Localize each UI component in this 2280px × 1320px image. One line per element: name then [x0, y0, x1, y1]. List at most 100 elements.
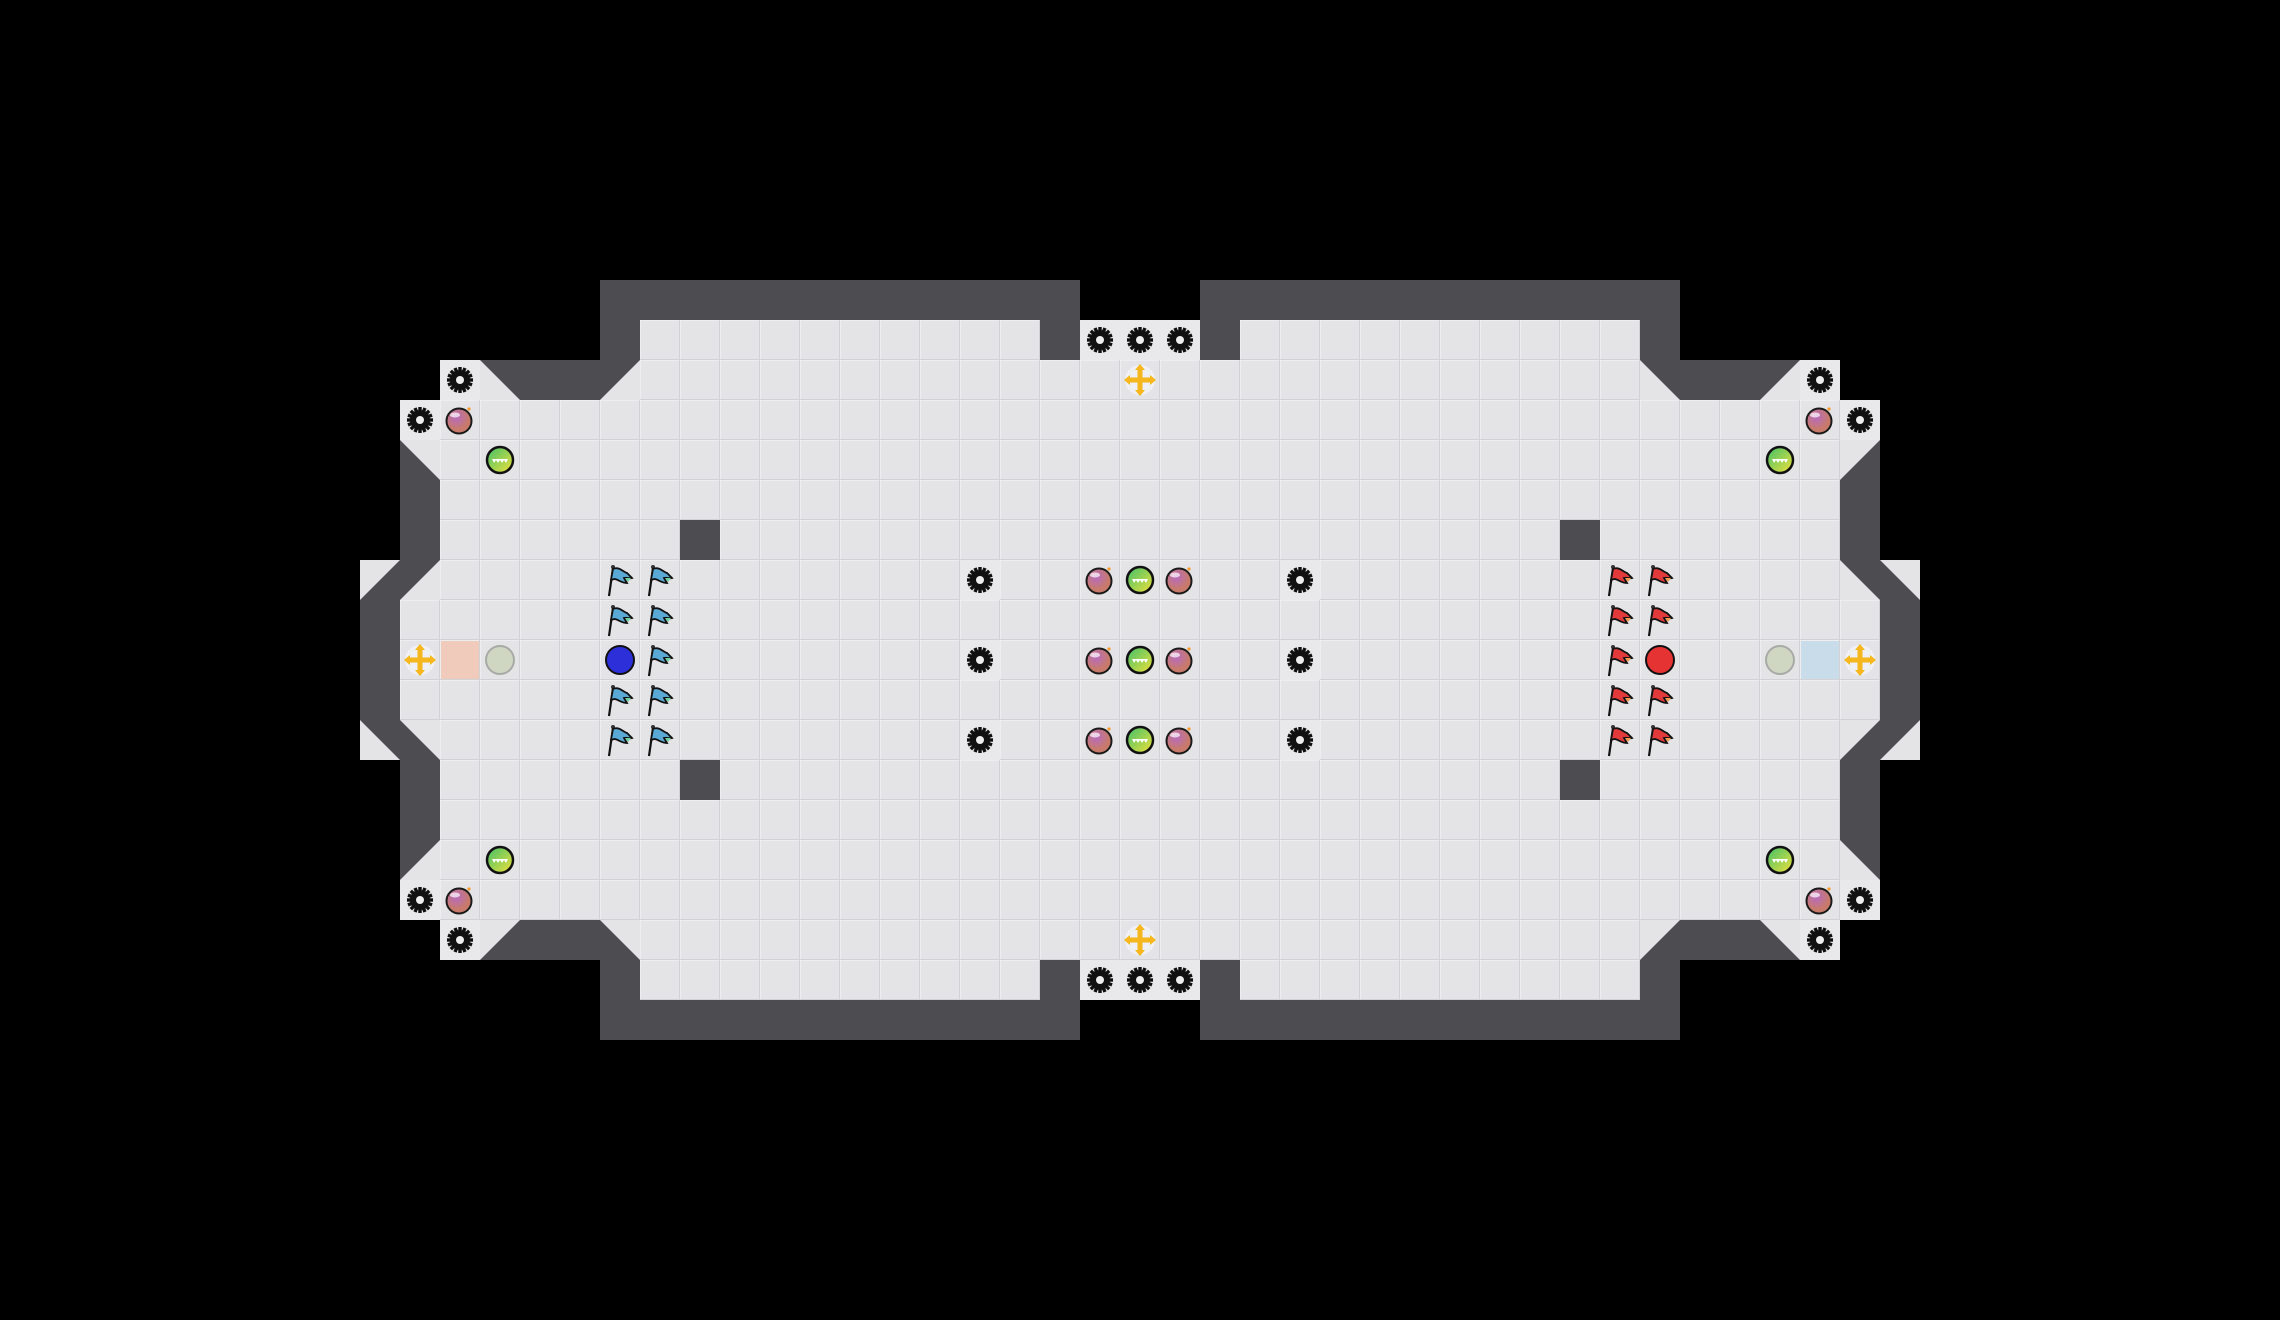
- floor-tile: [1800, 600, 1840, 640]
- floor-tile: [1520, 920, 1560, 960]
- floor-tile: [1440, 600, 1480, 640]
- floor-tile: [1480, 680, 1520, 720]
- floor-tile: [1160, 800, 1200, 840]
- floor-tile: [1840, 600, 1880, 640]
- wall-tile: [560, 360, 600, 400]
- floor-tile: [1720, 480, 1760, 520]
- wall-diagonal-top-right: [480, 360, 520, 400]
- floor-tile: [840, 880, 880, 920]
- floor-tile: [960, 640, 1000, 680]
- floor-tile: [1120, 560, 1160, 600]
- floor-tile: [760, 320, 800, 360]
- bomb-icon: [1160, 640, 1200, 680]
- floor-tile: [1280, 800, 1320, 840]
- floor-tile: [920, 480, 960, 520]
- floor-tile: [1440, 640, 1480, 680]
- wall-tile: [1560, 280, 1600, 320]
- floor-tile: [1600, 320, 1640, 360]
- floor-tile: [1320, 400, 1360, 440]
- floor-tile: [1120, 320, 1160, 360]
- floor-tile: [760, 480, 800, 520]
- floor-tile: [880, 520, 920, 560]
- floor-tile: [1360, 520, 1400, 560]
- floor-tile: [600, 640, 640, 680]
- floor-tile: [1280, 640, 1320, 680]
- wall-tile: [1840, 520, 1880, 560]
- floor-tile: [1600, 400, 1640, 440]
- floor-tile: [1320, 640, 1360, 680]
- floor-tile: [720, 840, 760, 880]
- floor-tile: [440, 720, 480, 760]
- floor-tile: [880, 960, 920, 1000]
- floor-tile: [1000, 720, 1040, 760]
- wall-tile: [920, 280, 960, 320]
- floor-tile: [640, 400, 680, 440]
- floor-tile: [640, 800, 680, 840]
- floor-tile: [1800, 920, 1840, 960]
- floor-tile: [1680, 840, 1720, 880]
- wall-tile: [1880, 600, 1920, 640]
- floor-tile: [720, 640, 760, 680]
- floor-tile: [520, 440, 560, 480]
- wall-tile: [720, 280, 760, 320]
- floor-tile: [960, 960, 1000, 1000]
- floor-tile: [1080, 400, 1120, 440]
- floor-tile: [1840, 400, 1880, 440]
- red-flag-icon: [1600, 680, 1640, 720]
- floor-tile: [1080, 560, 1120, 600]
- floor-tile: [1200, 760, 1240, 800]
- red-flag-icon: [1640, 560, 1680, 600]
- floor-tile: [1440, 720, 1480, 760]
- wall-diagonal-top-left: [600, 360, 640, 400]
- wall-tile: [1040, 1000, 1080, 1040]
- floor-tile: [1560, 360, 1600, 400]
- blue-team-tile: [1800, 640, 1840, 680]
- floor-tile: [1360, 640, 1400, 680]
- floor-tile: [1320, 320, 1360, 360]
- floor-tile: [1680, 440, 1720, 480]
- floor-tile: [920, 800, 960, 840]
- floor-tile: [1680, 760, 1720, 800]
- red-player-ball: [1640, 640, 1680, 680]
- wall-tile: [1040, 960, 1080, 1000]
- floor-tile: [680, 360, 720, 400]
- floor-tile: [1520, 800, 1560, 840]
- floor-tile: [1000, 400, 1040, 440]
- floor-tile: [1200, 680, 1240, 720]
- floor-tile: [1120, 400, 1160, 440]
- floor-tile: [640, 320, 680, 360]
- floor-tile: [1080, 600, 1120, 640]
- floor-tile: [1200, 800, 1240, 840]
- spike-gear-icon: [1280, 720, 1320, 760]
- floor-tile: [1160, 360, 1200, 400]
- floor-tile: [720, 960, 760, 1000]
- floor-tile: [1080, 440, 1120, 480]
- floor-tile: [600, 440, 640, 480]
- floor-tile: [1040, 560, 1080, 600]
- floor-tile: [800, 440, 840, 480]
- floor-tile: [1480, 840, 1520, 880]
- floor-tile: [400, 640, 440, 680]
- spike-gear-icon: [1840, 400, 1880, 440]
- speed-boost-icon: [480, 840, 520, 880]
- wall-tile: [1520, 280, 1560, 320]
- red-team-tile: [440, 640, 480, 680]
- floor-tile: [1280, 720, 1320, 760]
- floor-tile: [1760, 560, 1800, 600]
- floor-tile: [1800, 800, 1840, 840]
- floor-tile: [720, 880, 760, 920]
- floor-tile: [1280, 880, 1320, 920]
- floor-tile: [1680, 480, 1720, 520]
- floor-tile: [960, 360, 1000, 400]
- floor-tile: [1280, 400, 1320, 440]
- floor-tile: [1040, 600, 1080, 640]
- spike-gear-icon: [440, 360, 480, 400]
- floor-tile: [1000, 480, 1040, 520]
- bomb-icon: [1800, 880, 1840, 920]
- wall-triangle: [1880, 720, 1920, 760]
- floor-tile: [1160, 960, 1200, 1000]
- floor-tile: [1760, 640, 1800, 680]
- floor-tile: [520, 480, 560, 520]
- floor-tile: [840, 760, 880, 800]
- floor-tile: [960, 920, 1000, 960]
